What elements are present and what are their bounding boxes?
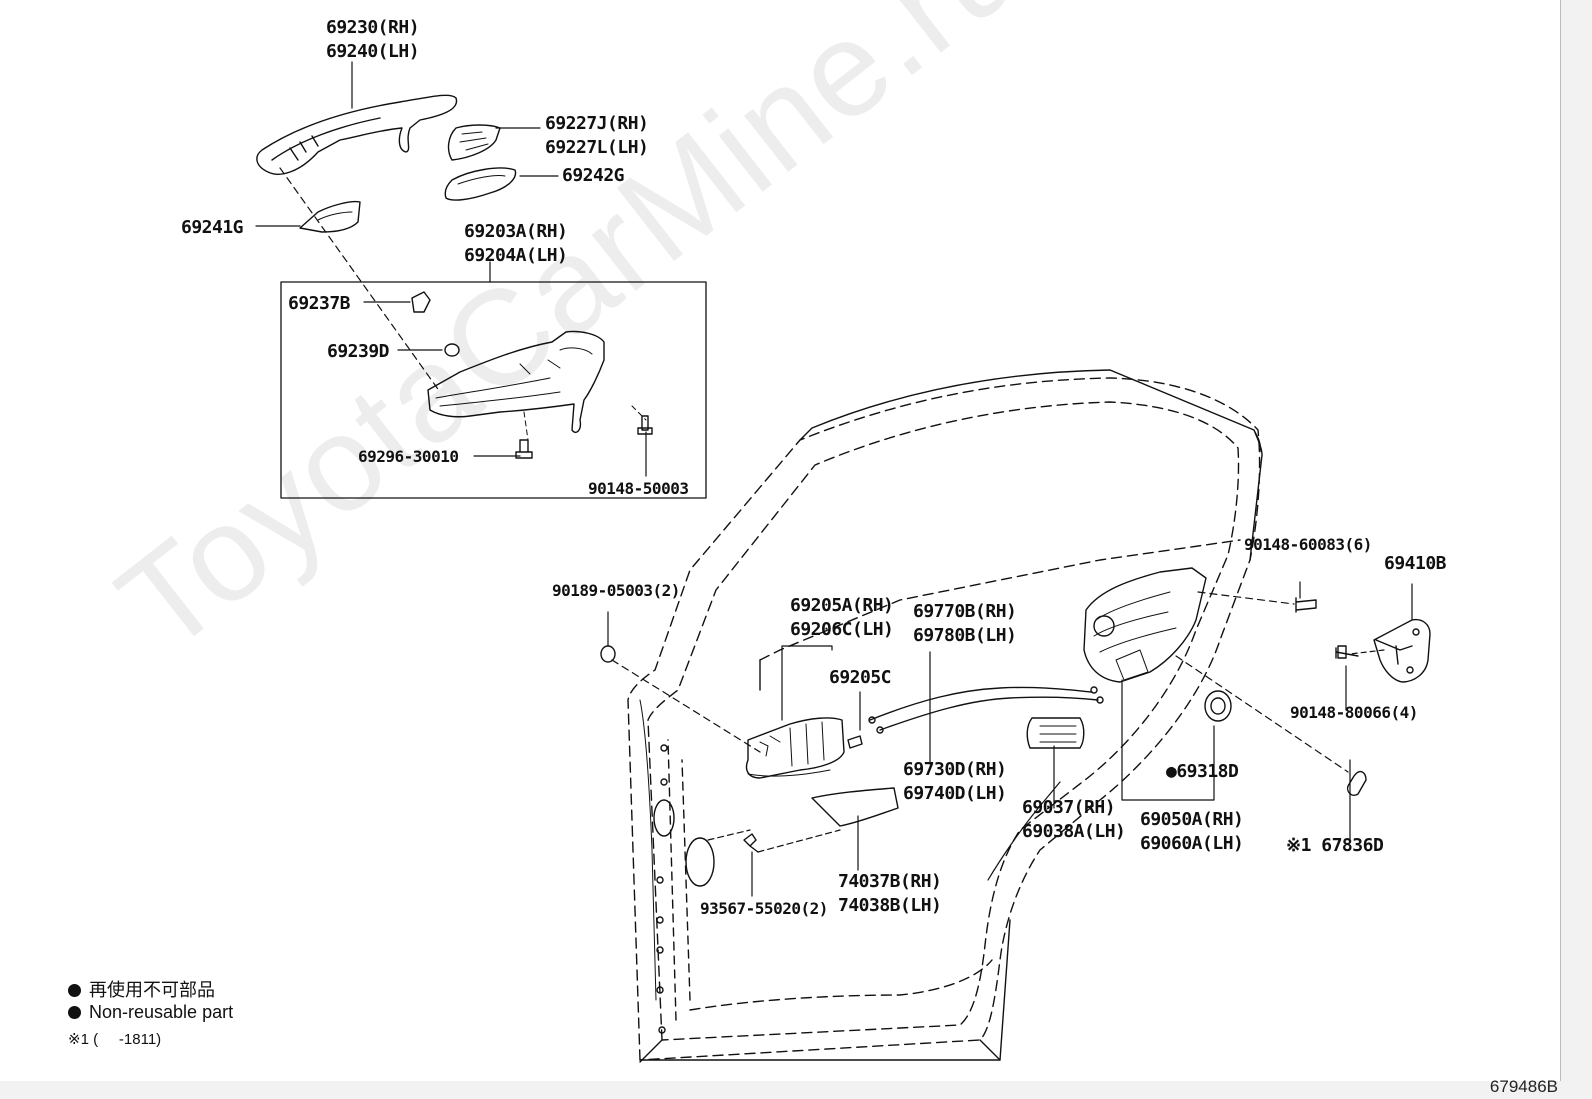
- legend-jp-text: 再使用不可部品: [89, 980, 215, 1000]
- grommet-icon: [1346, 770, 1367, 796]
- outside-handle-icon: [256, 94, 458, 175]
- door-lock-icon: [1083, 567, 1207, 683]
- part-label-inner-cover: 74037B(RH) 74038B(LH): [838, 871, 942, 916]
- part-label-seal: ●69318D: [1166, 761, 1239, 782]
- part-label-bolt-50003: 90148-50003: [588, 479, 689, 498]
- part-label-grommet: 69239D: [327, 341, 390, 362]
- nut-icon: [600, 645, 616, 663]
- seal-icon: [1204, 690, 1232, 722]
- top-leader-lines: [255, 61, 647, 477]
- part-label-cable-730: 69730D(RH) 69740D(LH): [903, 759, 1007, 804]
- door-lock-diagram: [255, 61, 1431, 1063]
- bullet-icon: [68, 984, 81, 997]
- lower-leader-lines: [607, 581, 1413, 897]
- sheet-border: [1560, 0, 1561, 1081]
- handle-cap-icon: [447, 124, 501, 161]
- handle-frame-icon: [427, 330, 605, 434]
- clip-icon: [411, 291, 431, 313]
- bolt-icon: [515, 415, 653, 459]
- part-label-screw: 93567-55020(2): [700, 899, 828, 918]
- frame-assembly-box: [280, 281, 707, 499]
- inner-handle-icon: [745, 717, 845, 779]
- part-label-nut: 90189-05003(2): [552, 581, 680, 600]
- part-label-frame-assembly: 69203A(RH) 69204A(LH): [464, 221, 568, 266]
- striker-icon: [1373, 618, 1431, 683]
- screw-icon: [743, 833, 759, 853]
- handle-pad-rear-icon: [299, 200, 361, 233]
- part-label-outer-handle: 69230(RH) 69240(LH): [326, 17, 420, 62]
- handle-pad-front-icon: [444, 167, 517, 201]
- part-label-clip: 69237B: [288, 293, 351, 314]
- diagram-code: 679486B: [1489, 1077, 1558, 1096]
- part-label-bolt-80066: 90148-80066(4): [1290, 703, 1418, 722]
- part-label-lock-cover: 69037(RH) 69038A(LH): [1022, 797, 1126, 842]
- legend-jp: 再使用不可部品: [68, 976, 215, 1002]
- legend-note: ※1 ( -1811): [68, 1031, 162, 1048]
- part-label-handle-cap: 69227J(RH) 69227L(LH): [545, 113, 649, 158]
- cables: [868, 686, 1104, 734]
- diagram-sheet: [0, 0, 1560, 1081]
- part-label-pad-front: 69242G: [562, 165, 625, 186]
- part-label-striker: 69410B: [1384, 553, 1447, 574]
- clip-icon: [847, 735, 863, 749]
- bullet-icon: [68, 1006, 81, 1019]
- grommet-icon: [444, 343, 460, 357]
- part-label-cable-770: 69770B(RH) 69780B(LH): [913, 601, 1017, 646]
- part-label-clip-205c: 69205C: [829, 667, 892, 688]
- part-label-lock-assembly: 69050A(RH) 69060A(LH): [1140, 809, 1244, 854]
- seal-inner-icon: [1210, 697, 1226, 715]
- lock-cover-icon: [1026, 717, 1085, 749]
- part-label-pad-rear: 69241G: [181, 217, 244, 238]
- inner-cover-icon: [811, 787, 899, 827]
- part-label-bolt-60083: 90148-60083(6): [1244, 535, 1372, 554]
- part-label-grommet-836: ※1 67836D: [1286, 835, 1384, 856]
- part-label-bolt-296: 69296-30010: [358, 447, 459, 466]
- legend-en-text: Non-reusable part: [89, 1002, 234, 1022]
- bolt-icon: [1295, 597, 1359, 659]
- door-outline: [627, 369, 1263, 1063]
- legend-en: Non-reusable part: [68, 1002, 233, 1023]
- part-label-inner-handle: 69205A(RH) 69206C(LH): [790, 595, 894, 640]
